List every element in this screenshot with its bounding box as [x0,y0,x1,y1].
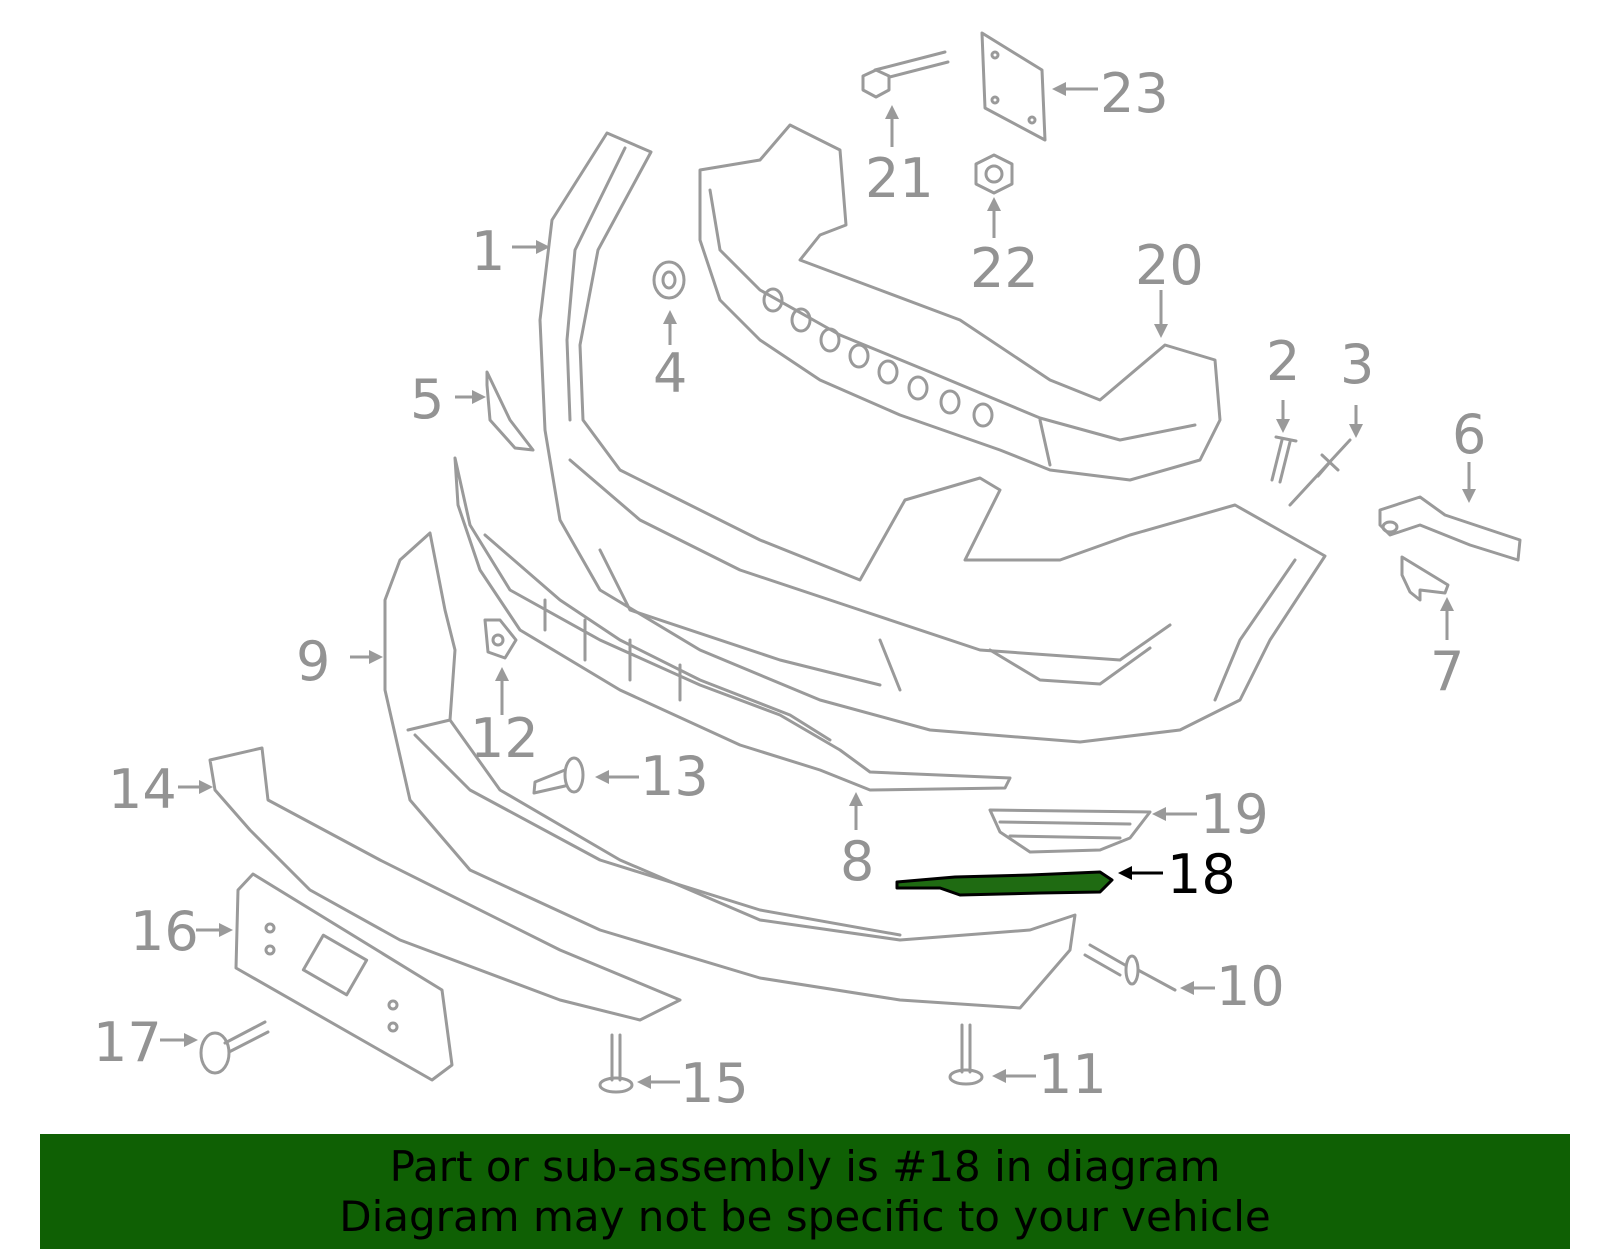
callout-21: 21 [865,147,934,210]
part-9-lower-bumper [383,531,1077,1010]
banner-line-1: Part or sub-assembly is #18 in diagram [389,1141,1221,1191]
callout-16: 16 [130,900,199,963]
part-3-rivet [1288,438,1352,507]
callout-22: 22 [970,237,1039,300]
callout-4: 4 [653,342,687,405]
part-13-push-pin [532,756,585,795]
part-21-bolt [861,50,950,99]
part-2-pin [1270,435,1298,484]
part-10-rivet [1083,943,1177,992]
callout-18: 18 [1167,843,1236,906]
part-5-bracket [485,370,535,452]
callout-19: 19 [1200,783,1269,846]
part-23-bracket-plate [980,31,1047,142]
callout-5: 5 [410,368,444,431]
part-20-reinforcement-beam [698,123,1222,482]
part-14-skid-plate [208,746,682,1022]
callout-2: 2 [1266,330,1300,393]
part-22-nut [974,153,1014,195]
part-1-bumper-cover [538,131,1327,744]
callout-labels: 1 2 3 4 5 6 7 8 9 10 11 12 13 14 15 16 1… [93,62,1486,1115]
callout-17: 17 [93,1011,162,1074]
part-8-lower-grille [453,456,1012,792]
parts-diagram: 1 2 3 4 5 6 7 8 9 10 11 12 13 14 15 16 1… [93,31,1522,1115]
callout-15: 15 [680,1052,749,1115]
callout-14: 14 [108,758,177,821]
callout-10: 10 [1216,955,1285,1018]
part-18-trim-strip [895,870,1114,897]
part-6-side-bracket [1378,495,1522,562]
callout-12: 12 [470,707,539,770]
part-7-clip [1400,555,1450,602]
beam-holes [762,287,994,428]
callout-9: 9 [296,630,330,693]
callout-8: 8 [840,830,874,893]
banner-line-2: Diagram may not be specific to your vehi… [339,1191,1271,1241]
callout-1: 1 [471,220,505,283]
callout-11: 11 [1038,1043,1107,1106]
callout-13: 13 [640,745,709,808]
part-17-bolt [199,1020,270,1075]
part-12-bracket [483,618,518,660]
callout-arrows [160,82,1476,1089]
callout-23: 23 [1100,62,1169,125]
callout-3: 3 [1340,333,1374,396]
callout-20: 20 [1135,234,1204,297]
part-19-fog-bezel [988,808,1152,854]
part-4-grommet [652,260,686,300]
part-16-license-bracket [234,872,454,1082]
info-banner: Part or sub-assembly is #18 in diagram D… [40,1134,1570,1249]
part-15-stud [598,1033,634,1094]
callout-7: 7 [1430,640,1464,703]
part-11-stud [948,1023,984,1086]
callout-6: 6 [1452,403,1486,466]
